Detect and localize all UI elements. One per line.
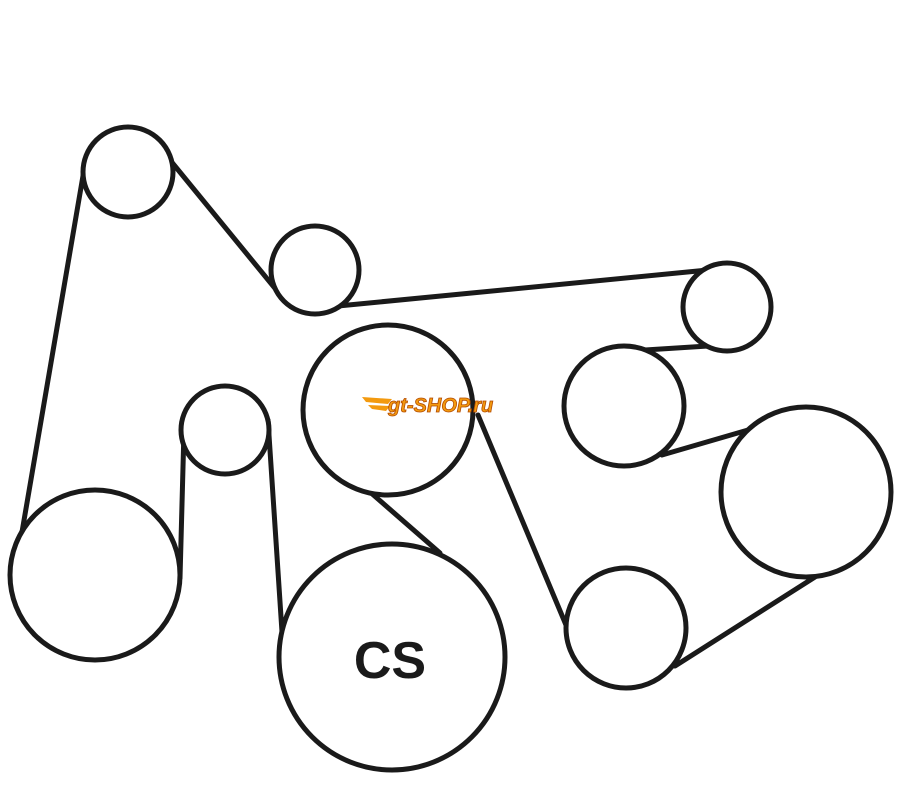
belt-segment [167, 157, 281, 295]
pulley-far-right [718, 404, 894, 580]
pulleys [7, 124, 894, 773]
crankshaft-label: CS [354, 632, 426, 690]
idler-pulley-top [268, 223, 362, 317]
belt-segment [672, 574, 818, 669]
pulley-bottom-right [563, 565, 689, 691]
pulley-mid-right [561, 343, 687, 469]
pulley-center [300, 322, 476, 498]
belt-segment [642, 343, 711, 353]
watermark-logo: gt-SHOP.ru [362, 395, 494, 417]
pulley-left [7, 487, 183, 663]
belt-segment [475, 412, 569, 628]
belt-segment [367, 489, 443, 556]
crankshaft-pulley [276, 541, 508, 773]
idler-pulley-mid-left [178, 383, 272, 477]
idler-pulley-top-left [80, 124, 176, 220]
belt [19, 157, 818, 669]
belt-segment [659, 427, 751, 458]
svg-text:gt-SHOP.ru: gt-SHOP.ru [387, 395, 493, 417]
belt-segment [335, 267, 711, 309]
belt-segment [19, 167, 87, 535]
idler-pulley-right [680, 260, 774, 354]
belt-segment [177, 427, 187, 581]
belt-segment [265, 417, 285, 635]
